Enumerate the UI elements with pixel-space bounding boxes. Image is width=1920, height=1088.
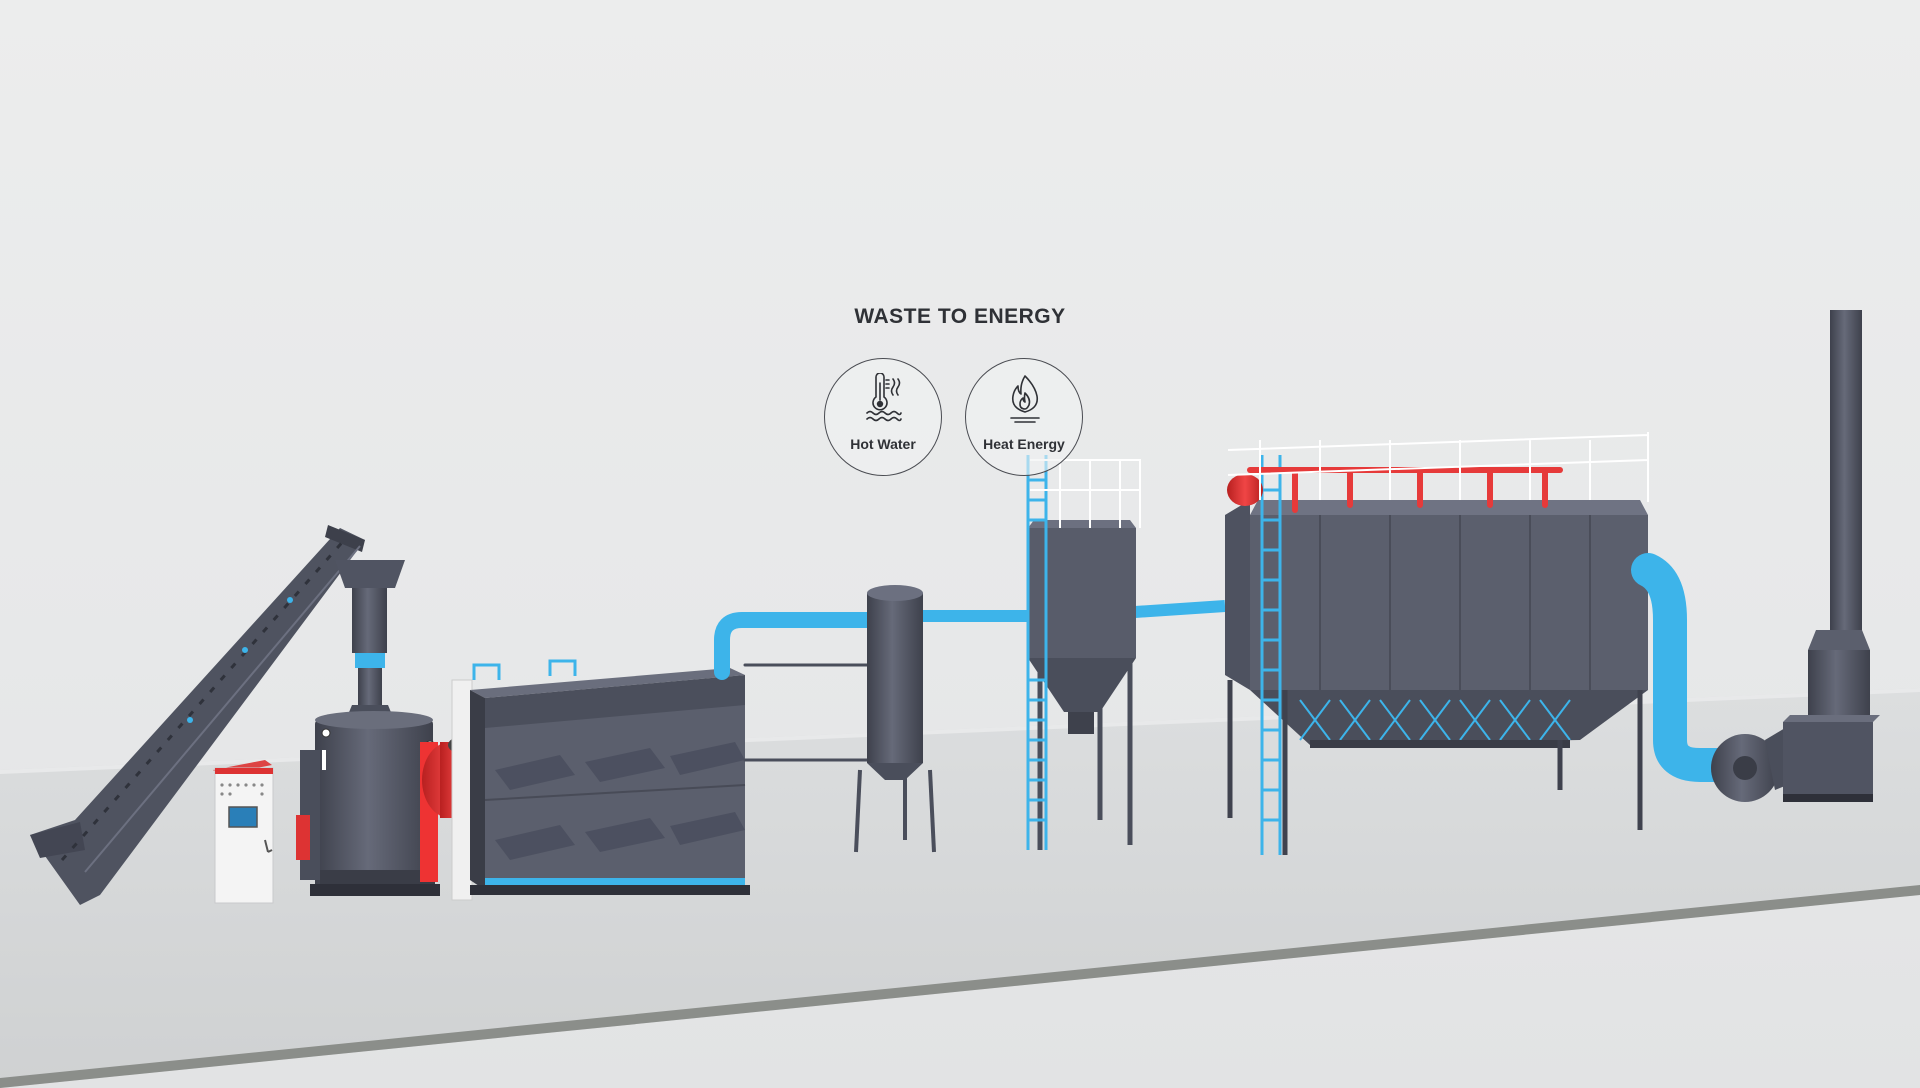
boiler-unit (451, 659, 750, 901)
blue-duct-2 (923, 600, 1226, 622)
thermometer-water-icon (866, 373, 902, 422)
blue-duct-3 (1631, 553, 1757, 782)
floor-slab (0, 688, 1920, 1088)
blue-duct-1 (714, 612, 878, 762)
cyclone-separator (854, 585, 936, 853)
flame-icon (1010, 375, 1040, 423)
dust-collector (1026, 455, 1141, 850)
inclined-conveyor (30, 525, 365, 905)
bag-filter-house (1225, 432, 1649, 855)
hot-water-badge: Hot Water (824, 358, 942, 476)
hot-water-label: Hot Water (850, 436, 916, 452)
gasifier-reactor (296, 560, 440, 896)
heat-energy-label: Heat Energy (983, 436, 1065, 452)
chimney-stack (1783, 310, 1880, 802)
page-title: WASTE TO ENERGY (854, 305, 1066, 328)
heat-energy-badge: Heat Energy (965, 358, 1083, 476)
control-cabinet (213, 760, 274, 904)
